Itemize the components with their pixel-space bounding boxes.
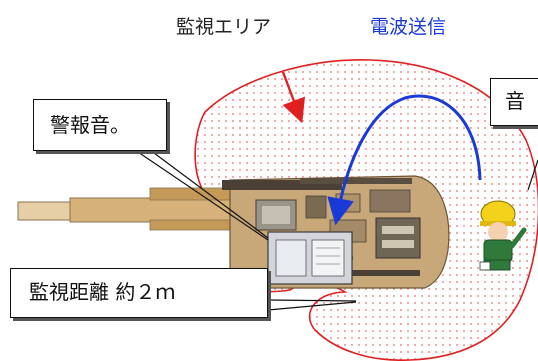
alarm-sound-callout: 警報音。 <box>33 99 167 151</box>
radio-transmit-label: 電波送信 <box>370 16 447 38</box>
radio-wave-arrow <box>327 94 482 226</box>
excavator-top-view <box>17 175 450 289</box>
monitor-distance-text: 監視距離 約２ｍ <box>29 280 176 304</box>
alarm-callout-pointer <box>149 149 269 239</box>
distance-callout-pointer <box>267 299 357 302</box>
excavator-cab <box>267 231 353 285</box>
monitor-distance-callout: 監視距離 約２ｍ <box>10 268 268 318</box>
sound-cut-callout: 音 <box>490 78 538 126</box>
construction-worker-icon <box>479 200 527 271</box>
sound-cut-text: 音 <box>505 89 525 113</box>
excavator-boom <box>69 197 241 223</box>
alarm-sound-text: 警報音。 <box>50 113 130 137</box>
monitor-area-label: 監視エリア <box>176 16 272 38</box>
monitor-area-pointer-arrow <box>281 71 306 124</box>
sound-callout-pointer <box>527 159 538 191</box>
